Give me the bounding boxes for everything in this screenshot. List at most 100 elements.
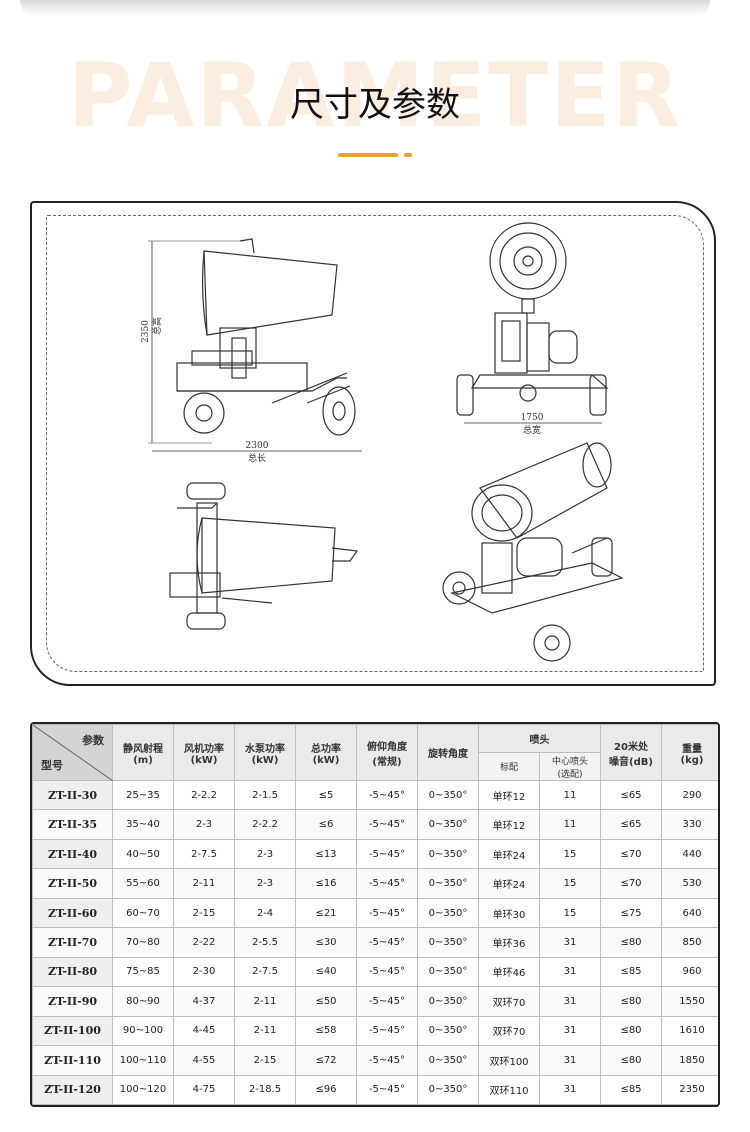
header-nozzle-center: 中心喷头 (选配) bbox=[539, 752, 601, 781]
cell-pump-power: 2-11 bbox=[234, 986, 296, 1017]
cell-range: 100~110 bbox=[112, 1045, 174, 1076]
front-view-drawing: 1750 总宽 bbox=[456, 222, 609, 436]
cell-range: 70~80 bbox=[112, 927, 174, 958]
cell-fan-power: 4-75 bbox=[173, 1074, 235, 1105]
cell-weight: 2350 bbox=[661, 1074, 718, 1105]
cell-rotation: 0~350° bbox=[417, 1074, 479, 1105]
cell-total-power: ≤13 bbox=[295, 838, 357, 870]
background-watermark-word: PARAMETER bbox=[68, 44, 682, 147]
cell-nozzle-standard: 单环12 bbox=[478, 809, 540, 840]
cell-rotation: 0~350° bbox=[417, 927, 479, 958]
cell-total-power: ≤5 bbox=[295, 779, 357, 811]
header-range: 静风射程 (m) bbox=[112, 724, 174, 781]
cell-pump-power: 2-15 bbox=[234, 1045, 296, 1076]
cell-model: ZT-II-120 bbox=[32, 1074, 113, 1105]
isometric-view-drawing bbox=[442, 442, 624, 662]
cell-rotation: 0~350° bbox=[417, 897, 479, 929]
cell-model: ZT-II-70 bbox=[32, 927, 113, 958]
cell-model: ZT-II-50 bbox=[32, 868, 113, 899]
cell-rotation: 0~350° bbox=[417, 868, 479, 899]
corner-top-label: 参数 bbox=[82, 734, 104, 747]
cell-pump-power: 2-7.5 bbox=[234, 956, 296, 988]
height-dimension-value: 2350 bbox=[141, 320, 151, 343]
cell-pitch: -5~45° bbox=[356, 1074, 418, 1105]
cell-nozzle-center: 15 bbox=[539, 838, 601, 870]
cell-weight: 960 bbox=[661, 956, 718, 988]
cell-noise: ≤80 bbox=[600, 986, 662, 1017]
cell-weight: 850 bbox=[661, 927, 718, 958]
cell-total-power: ≤6 bbox=[295, 809, 357, 840]
header-pitch: 俯仰角度 (常规) bbox=[356, 724, 418, 781]
drawing-dashed-border bbox=[46, 215, 704, 672]
cell-fan-power: 4-37 bbox=[173, 986, 235, 1017]
cell-rotation: 0~350° bbox=[417, 1045, 479, 1076]
cell-pitch: -5~45° bbox=[356, 1045, 418, 1076]
cell-rotation: 0~350° bbox=[417, 956, 479, 988]
corner-bottom-label: 型号 bbox=[41, 759, 63, 772]
cell-total-power: ≤50 bbox=[295, 986, 357, 1017]
cell-noise: ≤65 bbox=[600, 779, 662, 811]
cell-total-power: ≤40 bbox=[295, 956, 357, 988]
table-corner-cell: 参数 型号 bbox=[32, 724, 113, 781]
top-view-drawing bbox=[169, 482, 359, 630]
cell-nozzle-center: 31 bbox=[539, 1015, 601, 1047]
parameter-table: 参数 型号 静风射程 (m) 风机功率 (kW) 水泵功率 (kW) 总功率 (… bbox=[32, 724, 718, 1105]
length-dimension-value: 2300 bbox=[246, 441, 269, 451]
cell-range: 35~40 bbox=[112, 809, 174, 840]
cell-nozzle-standard: 双环70 bbox=[478, 986, 540, 1017]
cell-nozzle-standard: 单环24 bbox=[478, 838, 540, 870]
cell-rotation: 0~350° bbox=[417, 809, 479, 840]
cell-nozzle-center: 11 bbox=[539, 809, 601, 840]
cell-nozzle-standard: 单环46 bbox=[478, 956, 540, 988]
cell-noise: ≤80 bbox=[600, 927, 662, 958]
cell-range: 90~100 bbox=[112, 1015, 174, 1047]
cell-nozzle-center: 15 bbox=[539, 868, 601, 899]
header-total-power: 总功率 (kW) bbox=[295, 724, 357, 781]
cell-weight: 440 bbox=[661, 838, 718, 870]
header-fan-power: 风机功率 (kW) bbox=[173, 724, 235, 781]
side-view-drawing: 2350 总高 2300 总长 bbox=[141, 238, 362, 464]
height-dimension-label: 总高 bbox=[151, 317, 163, 335]
header-noise: 20米处 噪音(dB) bbox=[600, 724, 662, 781]
cell-model: ZT-II-30 bbox=[32, 779, 113, 811]
cell-nozzle-center: 15 bbox=[539, 897, 601, 929]
header-pump-power: 水泵功率 (kW) bbox=[234, 724, 296, 781]
cell-fan-power: 2-3 bbox=[173, 809, 235, 840]
cell-total-power: ≤58 bbox=[295, 1015, 357, 1047]
cell-nozzle-standard: 单环24 bbox=[478, 868, 540, 899]
header-rotation: 旋转角度 bbox=[417, 724, 479, 781]
cell-model: ZT-II-35 bbox=[32, 809, 113, 840]
cell-rotation: 0~350° bbox=[417, 838, 479, 870]
title-accent-dot bbox=[404, 153, 412, 157]
cell-nozzle-center: 11 bbox=[539, 779, 601, 811]
length-dimension-label: 总长 bbox=[248, 452, 266, 464]
cell-pitch: -5~45° bbox=[356, 779, 418, 811]
title-accent-line bbox=[338, 153, 398, 157]
cell-nozzle-center: 31 bbox=[539, 927, 601, 958]
cell-range: 40~50 bbox=[112, 838, 174, 870]
cell-noise: ≤85 bbox=[600, 1074, 662, 1105]
cell-noise: ≤75 bbox=[600, 897, 662, 929]
cell-rotation: 0~350° bbox=[417, 1015, 479, 1047]
cell-weight: 1850 bbox=[661, 1045, 718, 1076]
cell-fan-power: 2-7.5 bbox=[173, 838, 235, 870]
corner-diagonal-line bbox=[33, 725, 113, 781]
cell-pitch: -5~45° bbox=[356, 809, 418, 840]
cell-pitch: -5~45° bbox=[356, 927, 418, 958]
cell-noise: ≤70 bbox=[600, 868, 662, 899]
cell-pump-power: 2-3 bbox=[234, 868, 296, 899]
cell-model: ZT-II-60 bbox=[32, 897, 113, 929]
cell-nozzle-center: 31 bbox=[539, 1074, 601, 1105]
technical-drawings: 2350 总高 2300 总长 bbox=[141, 222, 624, 662]
cell-weight: 1550 bbox=[661, 986, 718, 1017]
page-title: 尺寸及参数 bbox=[290, 85, 460, 125]
cell-nozzle-center: 31 bbox=[539, 986, 601, 1017]
cell-noise: ≤65 bbox=[600, 809, 662, 840]
cell-nozzle-standard: 单环30 bbox=[478, 897, 540, 929]
